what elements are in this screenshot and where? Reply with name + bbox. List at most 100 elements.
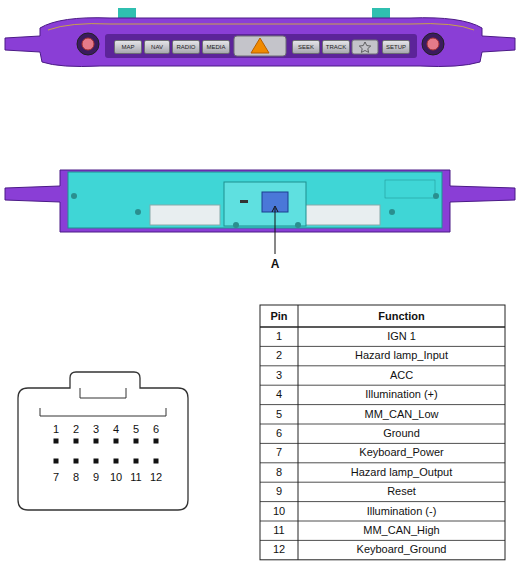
button-key: MEDIA <box>202 40 230 54</box>
pin-number: 5 <box>126 422 146 436</box>
pin-cavity <box>134 459 139 464</box>
table-function-cell: Keyboard_Ground <box>298 540 505 559</box>
table-rule <box>260 521 505 522</box>
table-rule <box>260 365 505 366</box>
table-pin-cell: 8 <box>260 463 298 482</box>
pin-number: 3 <box>86 422 106 436</box>
table-pin-cell: 7 <box>260 443 298 462</box>
connector-housing <box>224 182 306 226</box>
hazard-symbol <box>251 38 269 53</box>
table-rule <box>260 385 505 386</box>
bezel <box>5 18 515 67</box>
pin-number: 1 <box>46 422 66 436</box>
rear-bezel <box>5 170 515 232</box>
table-rule <box>260 443 505 444</box>
screw <box>135 209 141 215</box>
screw <box>433 193 439 199</box>
screw <box>71 193 77 199</box>
pin-number: 4 <box>106 422 126 436</box>
table-function-cell: Illumination (+) <box>298 385 505 404</box>
table-rule <box>260 404 505 405</box>
table-rule <box>260 482 505 483</box>
table-function-cell: Illumination (-) <box>298 502 505 521</box>
pin-number: 11 <box>126 470 146 484</box>
slot <box>240 200 248 203</box>
table-function-cell: ACC <box>298 366 505 385</box>
pin-number: 12 <box>146 470 166 484</box>
knob <box>422 33 444 55</box>
pin-number: 7 <box>46 470 66 484</box>
pin-cavity <box>94 439 99 444</box>
part-label-area <box>385 180 435 198</box>
table-function-cell: MM_CAN_High <box>298 521 505 540</box>
label-patch <box>150 205 220 225</box>
table-rule <box>260 424 505 425</box>
table-rule <box>260 540 505 541</box>
pin-cavity <box>54 439 59 444</box>
pin-cavity <box>74 439 79 444</box>
table-function-cell: Hazard lamp_Output <box>298 463 505 482</box>
pin-cavity <box>94 459 99 464</box>
front-panel <box>5 8 515 67</box>
knob-cap <box>427 38 439 50</box>
button-text: RADIO <box>176 44 195 50</box>
button-key: RADIO <box>172 40 200 54</box>
pin-cavity <box>154 459 159 464</box>
pin-cavity <box>74 459 79 464</box>
table-pin-cell: 1 <box>260 327 298 346</box>
button-text: SEEK <box>298 44 314 50</box>
connector-outline <box>18 372 188 510</box>
callout-letter: A <box>268 257 282 271</box>
leader-arrow <box>272 206 278 212</box>
button-key: TRACK <box>322 40 350 54</box>
table-pin-cell: 10 <box>260 502 298 521</box>
table-pin-cell: 4 <box>260 385 298 404</box>
table-pin-cell: 11 <box>260 521 298 540</box>
latch <box>80 388 126 398</box>
key-rib <box>40 408 166 416</box>
table-rule <box>298 305 299 560</box>
table-function-cell: Reset <box>298 482 505 501</box>
table-pin-cell: 2 <box>260 346 298 365</box>
knob <box>77 33 99 55</box>
table-rule <box>260 501 505 502</box>
button-key: MAP <box>114 40 142 54</box>
table-rule <box>260 462 505 463</box>
table-function-cell: Keyboard_Power <box>298 443 505 462</box>
table-rule <box>260 326 505 328</box>
table-header: Pin <box>260 305 298 327</box>
button-key: NAV <box>144 40 170 54</box>
table-rule <box>260 346 505 347</box>
hazard-button <box>234 36 286 56</box>
pin-number: 6 <box>146 422 166 436</box>
pin-number: 8 <box>66 470 86 484</box>
pin-number: 10 <box>106 470 126 484</box>
screw <box>389 209 395 215</box>
pin-number: 2 <box>66 422 86 436</box>
button-text: MEDIA <box>206 44 225 50</box>
screw <box>233 222 239 228</box>
table-function-cell: Hazard lamp_Input <box>298 346 505 365</box>
table-pin-cell: 9 <box>260 482 298 501</box>
button-text: NAV <box>151 44 163 50</box>
pin-cavity <box>114 459 119 464</box>
knob-cap <box>82 38 94 50</box>
pin-cavity <box>134 439 139 444</box>
table-pin-cell: 12 <box>260 540 298 559</box>
button-key: SETUP <box>382 40 410 54</box>
pin-cavity <box>154 439 159 444</box>
pin-cavity <box>54 459 59 464</box>
button-recess <box>105 34 417 58</box>
button-text: TRACK <box>326 44 346 50</box>
leader-line <box>275 208 276 254</box>
star-symbol <box>359 42 370 52</box>
table-border <box>260 305 505 560</box>
pin-table <box>260 305 505 560</box>
trim-line <box>48 24 474 30</box>
table-pin-cell: 3 <box>260 366 298 385</box>
table-pin-cell: 5 <box>260 405 298 424</box>
table-function-cell: MM_CAN_Low <box>298 405 505 424</box>
screw <box>295 222 301 228</box>
table-header: Function <box>298 305 505 327</box>
